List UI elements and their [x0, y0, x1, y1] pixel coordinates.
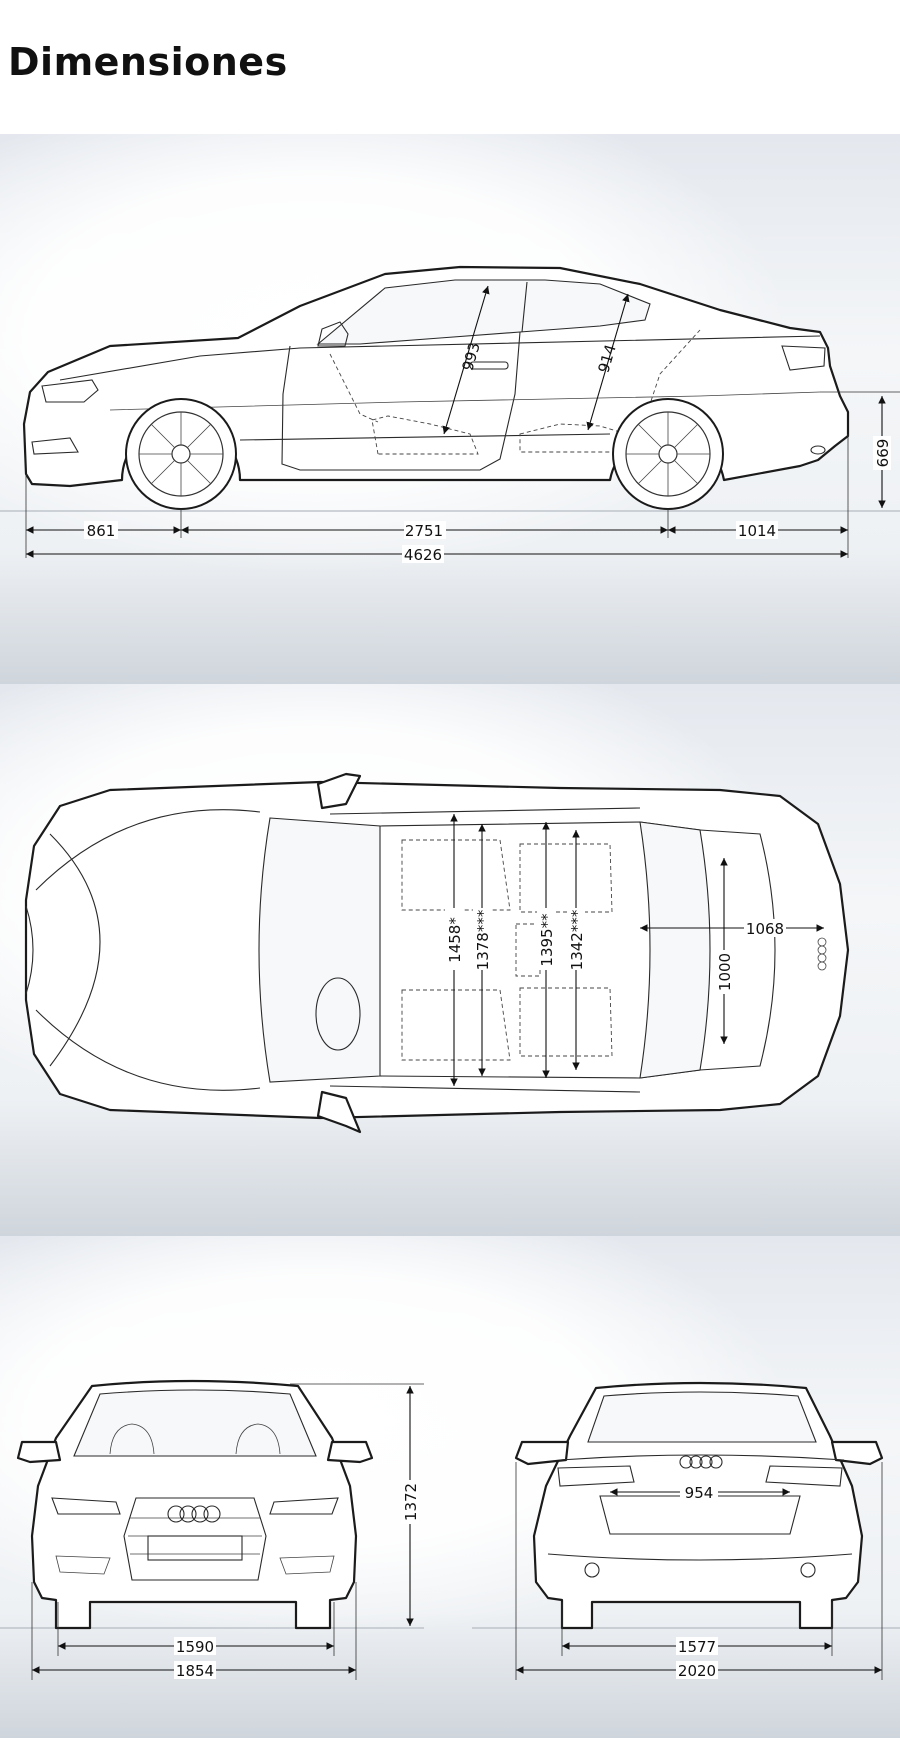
- left-mirror: [316, 772, 362, 810]
- rear-height-label: 669: [874, 439, 892, 468]
- rear-track-label: 1577: [678, 1638, 716, 1656]
- rear-window-glass: [587, 1391, 817, 1443]
- seat-outlines: [401, 839, 613, 1061]
- length-label: 4626: [404, 546, 442, 564]
- rear-overhang-label: 1014: [738, 522, 776, 540]
- door-outline: [281, 331, 521, 471]
- rear-window: [639, 821, 711, 1079]
- rear-logo-rings: [679, 1455, 723, 1469]
- front-windshield: [73, 1389, 317, 1457]
- rear-right-mirror: [830, 1440, 884, 1466]
- rear-headroom-arrow: [586, 293, 630, 431]
- rear-view: 954 1577 2020: [514, 1381, 884, 1680]
- elbow-front-label: 1458*: [446, 917, 464, 963]
- front-left-headlight: [51, 1497, 121, 1515]
- car-top-silhouette: [24, 780, 850, 1120]
- rear-right-taillight: [765, 1465, 843, 1487]
- trunk-width-label: 1000: [716, 953, 734, 991]
- front-headroom-arrow: [442, 285, 490, 435]
- front-seat-outline: [329, 353, 479, 455]
- rear-wheel: [612, 398, 724, 510]
- trunk-lid: [699, 829, 776, 1071]
- shoulder-front-label: 1378***: [474, 909, 492, 970]
- front-track-label: 1590: [176, 1638, 214, 1656]
- side-view-drawing: 993 914 669 861 2751 1014 4626: [0, 265, 900, 564]
- wheelbase-label: 2751: [405, 522, 443, 540]
- front-grille: [123, 1497, 267, 1581]
- front-view: 1372 1590 1854: [16, 1379, 424, 1680]
- steering-wheel: [315, 977, 361, 1051]
- shoulder-rear-label: 1342***: [568, 909, 586, 970]
- front-logo-rings: [167, 1505, 221, 1523]
- rear-left-taillight: [557, 1465, 635, 1487]
- front-overhang-label: 861: [87, 522, 116, 540]
- headlight: [41, 379, 99, 403]
- top-view-drawing: 1458* 1378*** 1395** 1342*** 1068 1000: [24, 772, 850, 1134]
- rear-silhouette: [532, 1381, 864, 1630]
- elbow-rear-label: 1395**: [538, 913, 556, 967]
- front-right-headlight: [269, 1497, 339, 1515]
- tail-light: [781, 345, 826, 371]
- front-height-label: 1372: [402, 1483, 420, 1521]
- rear-left-mirror: [514, 1440, 570, 1466]
- front-rear-drawing: 1372 1590 1854 954: [0, 1379, 900, 1680]
- top-view-panel: 1458* 1378*** 1395** 1342*** 1068 1000: [0, 684, 900, 1236]
- front-wheel: [125, 398, 237, 510]
- side-view-panel: 993 914 669 861 2751 1014 4626: [0, 134, 900, 684]
- front-width-label: 1854: [176, 1662, 214, 1680]
- rear-logo-rings: [817, 937, 827, 971]
- front-rear-view-panel: 1372 1590 1854 954: [0, 1236, 900, 1738]
- trunk-length-label: 1068: [746, 920, 784, 938]
- front-left-mirror: [16, 1440, 62, 1464]
- rear-right-exhaust: [800, 1562, 816, 1578]
- mirror-width-label: 2020: [678, 1662, 716, 1680]
- front-right-mirror: [326, 1440, 374, 1464]
- page-title: Dimensiones: [8, 40, 288, 84]
- rear-left-exhaust: [584, 1562, 600, 1578]
- windshield: [258, 817, 381, 1083]
- right-mirror: [316, 1090, 362, 1134]
- loading-width-label: 954: [685, 1484, 714, 1502]
